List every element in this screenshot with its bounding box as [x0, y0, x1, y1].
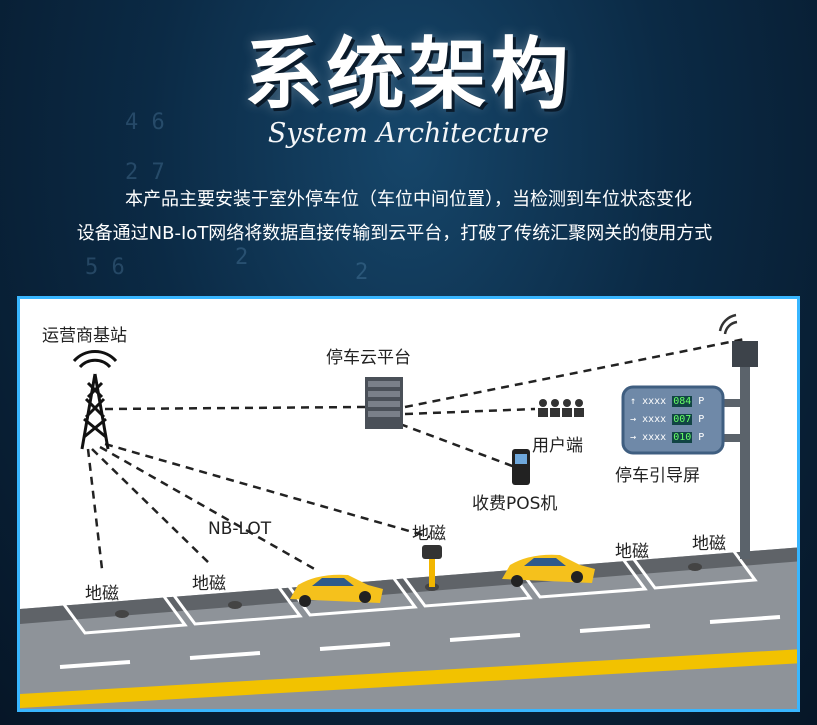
page-title: 系统架构 — [244, 30, 573, 120]
sensor-label: 地磁 — [615, 542, 649, 562]
road-yellow-line — [20, 649, 797, 708]
sensor-label: 地磁 — [692, 534, 726, 554]
screen-number: 007 — [672, 414, 693, 425]
guide-screen-display: ↑ xxxx 084 P → xxxx 007 P → xxxx 010 P — [630, 393, 718, 447]
nbiot-label: NB-LOT — [208, 519, 272, 539]
users-label: 用户端 — [532, 436, 583, 456]
car-2 — [502, 554, 595, 587]
tower-icon — [72, 350, 118, 450]
architecture-diagram: ↑ xxxx 084 P → xxxx 007 P → xxxx 010 P 运… — [17, 296, 800, 712]
connection-lines — [86, 337, 746, 573]
screen-row: → xxxx 010 P — [630, 429, 718, 447]
users-icon — [538, 399, 584, 417]
screen-row: ↑ xxxx 084 P — [630, 393, 718, 411]
car-1 — [290, 574, 383, 607]
diagram-canvas — [20, 313, 797, 709]
screen-p: P — [698, 396, 705, 407]
screen-p: P — [698, 414, 705, 425]
screen-number: 010 — [672, 432, 693, 443]
screen-number: 084 — [672, 396, 693, 407]
sensor-label: 地磁 — [412, 524, 446, 544]
screen-text: xxxx — [642, 396, 667, 407]
description-line-1: 本产品主要安装于室外停车位（车位中间位置），当检测到车位状态变化 — [125, 189, 692, 210]
base-station-label: 运营商基站 — [42, 326, 127, 346]
pos-icon — [512, 449, 530, 485]
sensor-label: 地磁 — [192, 574, 226, 594]
description-line-2: 设备通过NB-IoT网络将数据直接传输到云平台，打破了传统汇聚网关的使用方式 — [76, 223, 713, 244]
screen-row: → xxxx 007 P — [630, 411, 718, 429]
sensor-label: 地磁 — [85, 584, 119, 604]
screen-arrow: → — [630, 432, 637, 443]
screen-text: xxxx — [642, 414, 667, 425]
server-icon — [365, 377, 403, 429]
page-subtitle: System Architecture — [267, 118, 550, 149]
cloud-platform-label: 停车云平台 — [326, 348, 411, 368]
screen-arrow: ↑ — [630, 396, 637, 407]
screen-text: xxxx — [642, 432, 667, 443]
screen-arrow: → — [630, 414, 637, 425]
lane-markings — [59, 615, 781, 669]
guide-screen-label: 停车引导屏 — [615, 466, 700, 486]
pos-label: 收费POS机 — [472, 494, 558, 514]
sensor-post-icon — [422, 545, 442, 587]
screen-p: P — [698, 432, 705, 443]
